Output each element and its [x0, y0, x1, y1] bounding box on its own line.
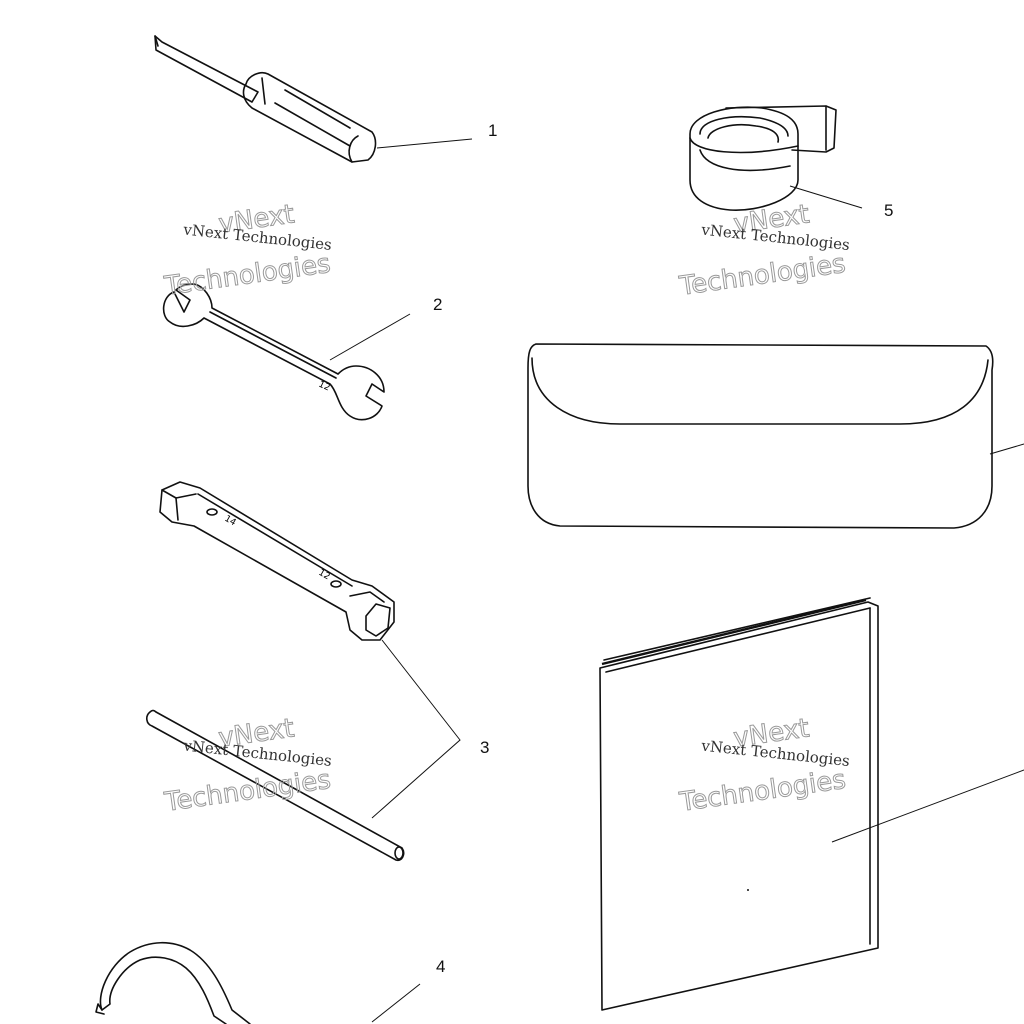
callout-4: 4: [436, 957, 445, 976]
hook-spanner-icon: [95, 941, 251, 1024]
callout-3: 3: [480, 738, 489, 757]
tape-roll-icon: [689, 105, 837, 211]
box-wrench-icon: 14 12: [159, 481, 395, 641]
tool-pouch-icon: [527, 343, 994, 529]
screwdriver-icon: [154, 35, 377, 163]
wrench-icon: 12: [162, 283, 385, 421]
manual-book-icon: [599, 597, 879, 1011]
callout-2: 2: [433, 295, 442, 314]
callout-1: 1: [488, 121, 497, 140]
svg-text:12: 12: [317, 380, 332, 394]
watermark-big-bottom: Technologies: [677, 249, 848, 302]
leader-line-5: [789, 185, 863, 209]
watermark-big-bottom: Technologies: [162, 249, 333, 302]
leader-line-4: [371, 983, 421, 1023]
leader-line-3: [371, 639, 461, 819]
watermark-big-bottom: Technologies: [162, 765, 333, 818]
callout-5: 5: [884, 201, 893, 220]
leader-line-manual: [831, 769, 1024, 843]
leader-line-pouch: [989, 443, 1024, 455]
svg-text:12: 12: [317, 568, 332, 582]
leader-line-2: [329, 313, 411, 361]
tommy-bar-icon: [146, 709, 405, 862]
leader-line-1: [376, 138, 473, 149]
watermark-big-bottom: Technologies: [677, 765, 848, 818]
